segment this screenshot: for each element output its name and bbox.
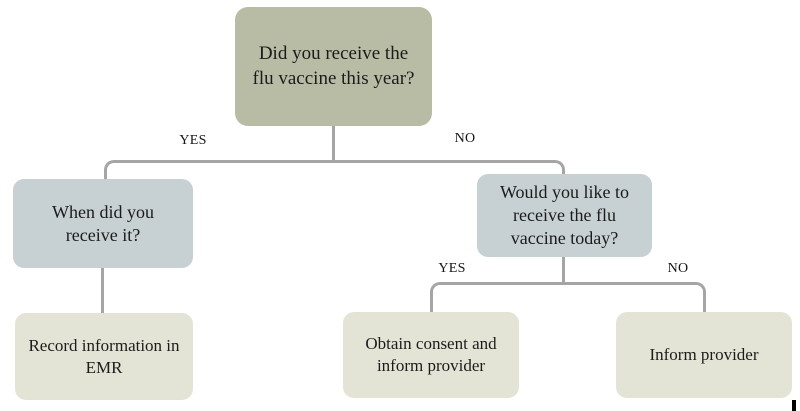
node-root-question: Did you receive the flu vaccine this yea… xyxy=(235,7,432,126)
edge-label-yes-top: YES xyxy=(179,133,207,148)
connector-root-yes-elbow xyxy=(104,160,333,182)
node-no-yes-action: Obtain consent and inform provider xyxy=(343,312,519,398)
node-no-question: Would you like to receive the flu vaccin… xyxy=(477,174,652,257)
connector-yes-question-stem xyxy=(101,266,104,315)
edge-label-no-bottom: NO xyxy=(667,261,689,276)
edge-label-yes-bottom: YES xyxy=(438,261,466,276)
connector-no-yes-elbow xyxy=(430,282,564,314)
node-no-no-action: Inform provider xyxy=(616,312,792,398)
connector-no-question-stem xyxy=(562,255,565,285)
node-yes-action: Record information in EMR xyxy=(15,313,193,400)
edge-label-no-top: NO xyxy=(454,131,476,146)
corner-artifact-mark xyxy=(792,400,796,411)
connector-root-stem xyxy=(332,124,335,162)
connector-root-no-elbow xyxy=(333,160,565,176)
connector-no-no-elbow xyxy=(563,282,706,314)
node-yes-question: When did you receive it? xyxy=(13,179,193,268)
